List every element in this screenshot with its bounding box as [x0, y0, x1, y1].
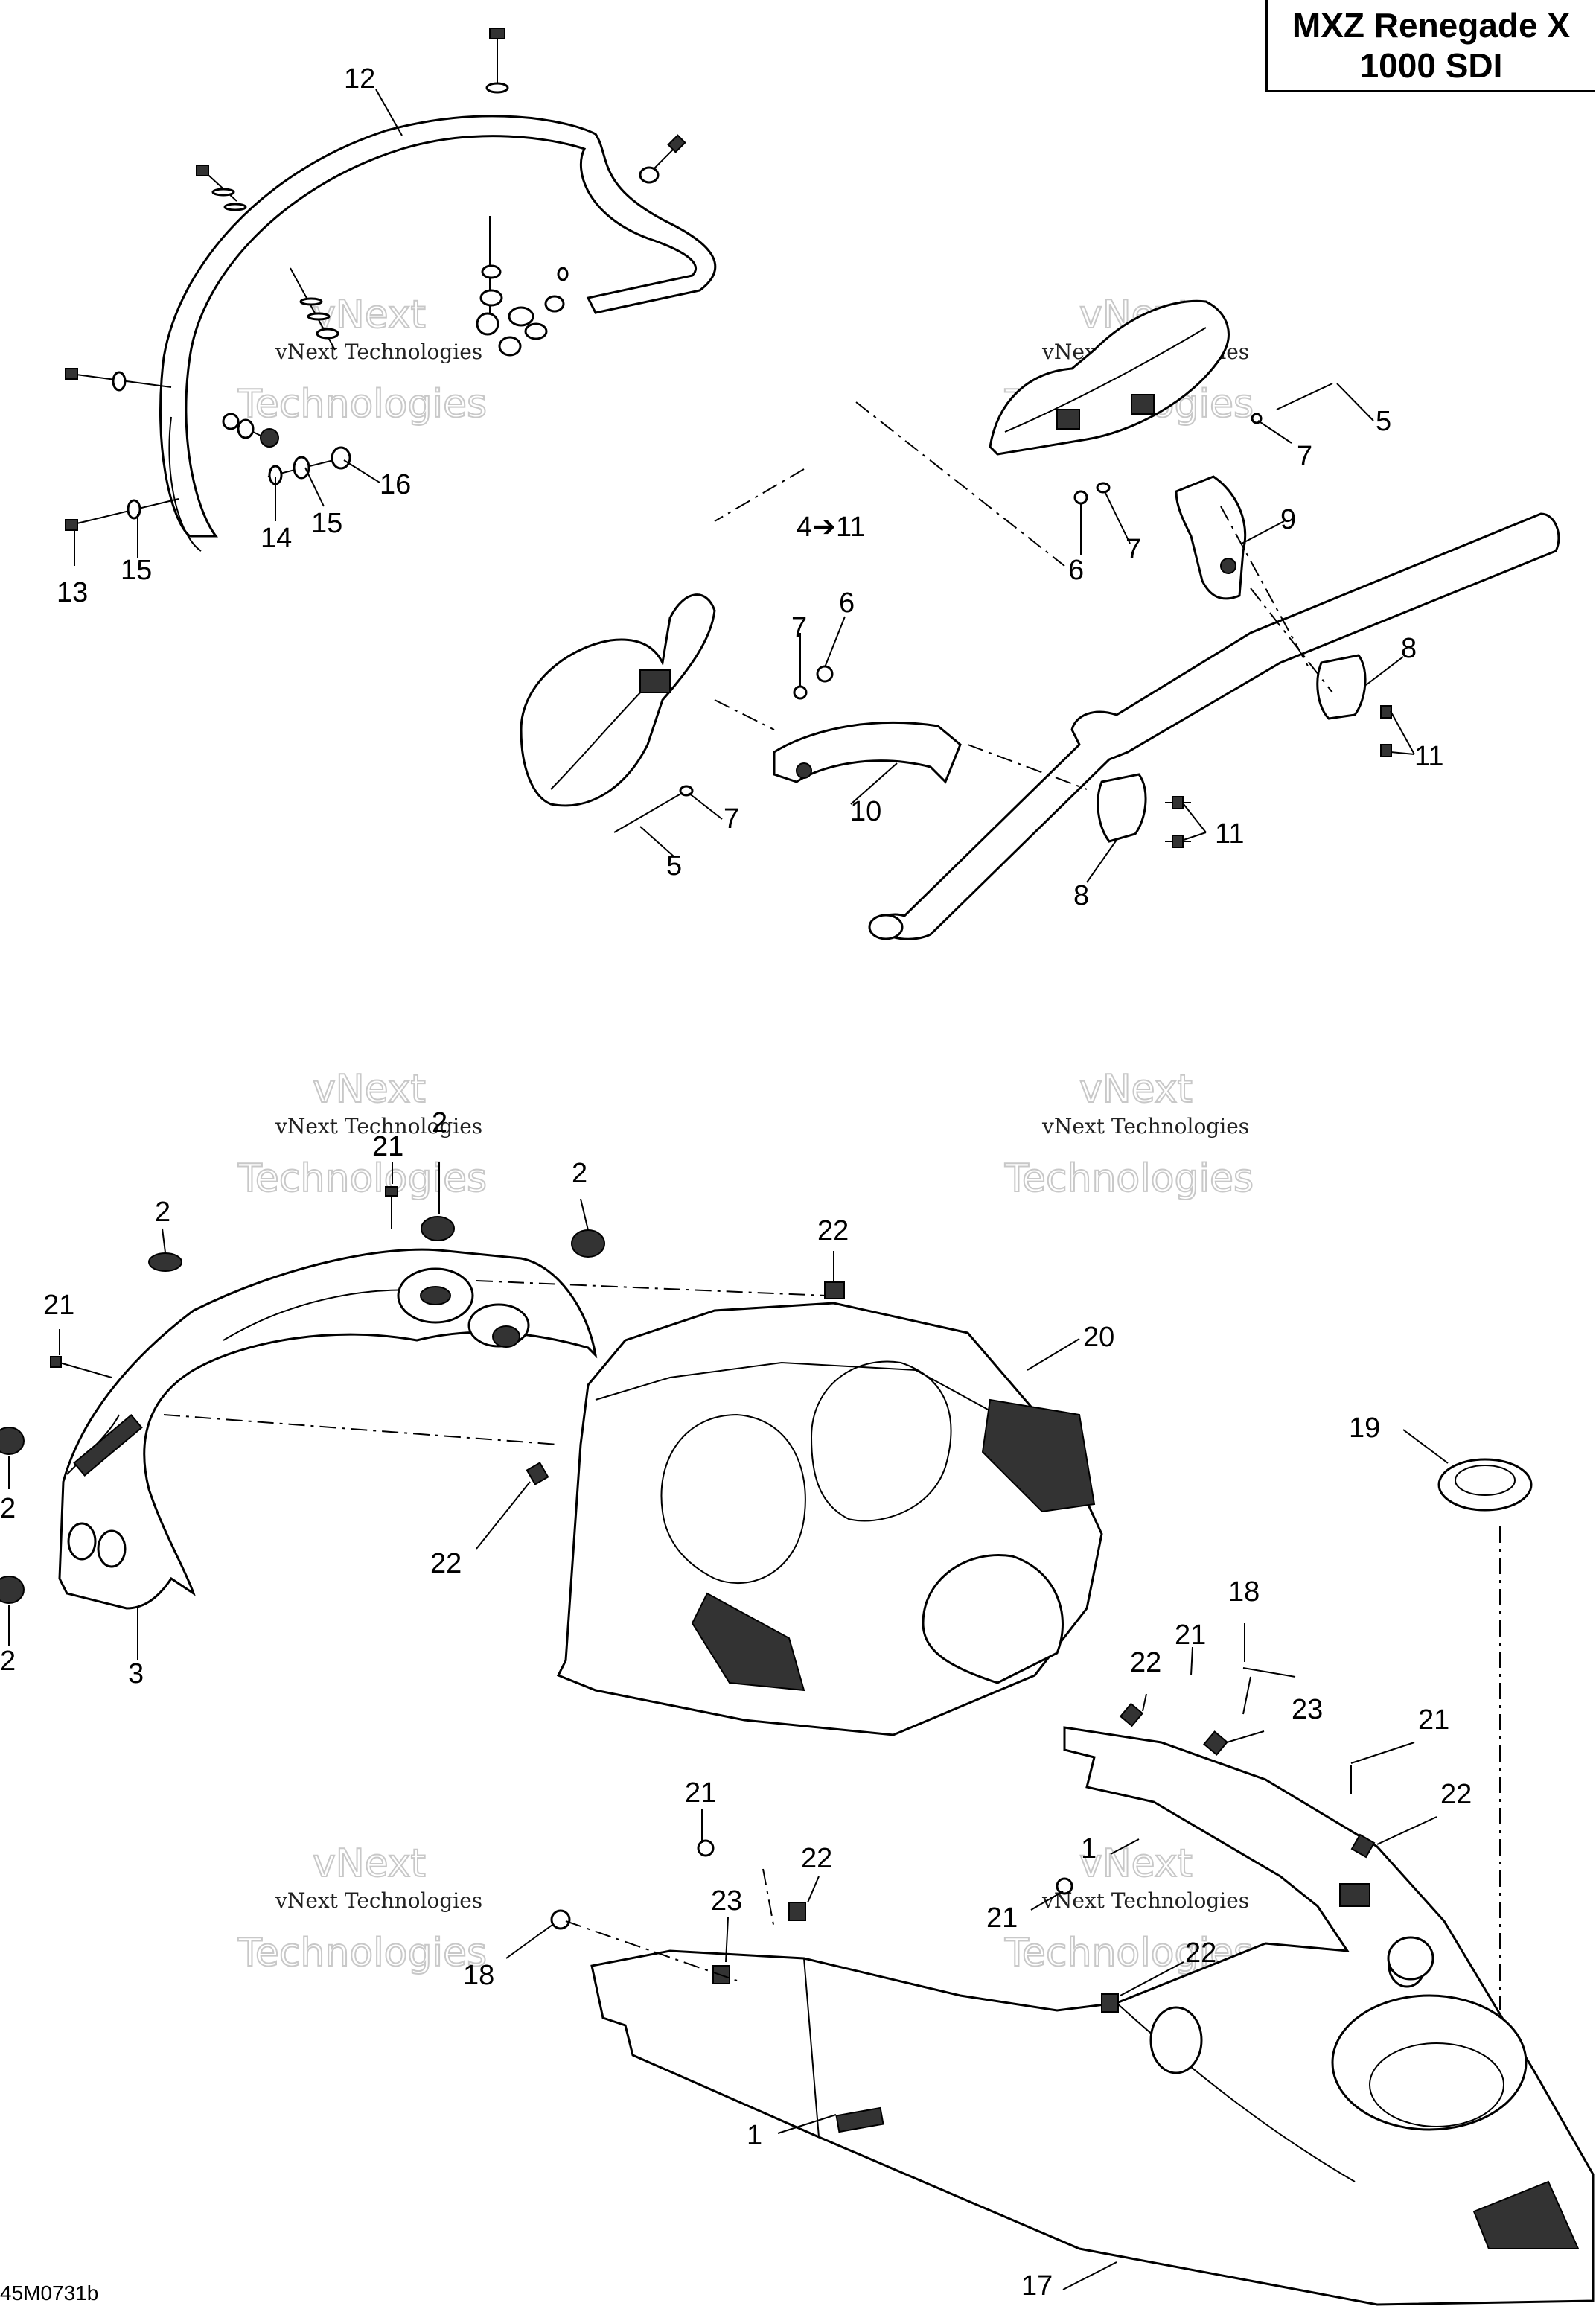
handguard-left	[520, 593, 716, 807]
callout-10: 10	[850, 796, 881, 827]
callout-7-d: 7	[724, 803, 739, 835]
callout-13: 13	[57, 577, 88, 608]
callout-22-d: 22	[1440, 1779, 1472, 1810]
handguard-right-hardware	[1073, 383, 1392, 757]
grommets-2	[0, 1186, 605, 1604]
watermark-4-big: Technologies	[1004, 1156, 1254, 1201]
watermark-5-big: Technologies	[237, 1931, 487, 1975]
watermark-1-text: vNext Technologies	[275, 340, 482, 364]
watermark-4: vNext vNext Technologies Technologies	[1003, 1066, 1254, 1202]
callout-18-b: 18	[463, 1960, 494, 1991]
watermark-1-big: Technologies	[237, 382, 487, 427]
callout-6-a: 6	[1068, 555, 1084, 586]
callout-16: 16	[380, 469, 411, 500]
watermark-3-vnext: vNext	[313, 1067, 426, 1112]
watermark-3-text: vNext Technologies	[275, 1114, 482, 1139]
bracket-10	[773, 722, 962, 784]
callout-19: 19	[1349, 1413, 1380, 1444]
callout-21-d: 21	[1418, 1704, 1449, 1736]
callout-22-f: 22	[1185, 1937, 1216, 1969]
part-12-handguard-bar	[159, 115, 717, 552]
callout-1-a: 1	[1081, 1833, 1097, 1864]
watermark-4-text: vNext Technologies	[1041, 1114, 1249, 1139]
callout-22-b: 22	[430, 1548, 462, 1579]
callout-7-b: 7	[1126, 534, 1141, 565]
part-17-lower-console	[590, 1726, 1595, 2306]
callout-2-a: 2	[155, 1197, 170, 1228]
clip-22-left	[526, 1462, 549, 1485]
part-12-hardware	[65, 28, 686, 531]
callout-22-a: 22	[817, 1215, 849, 1246]
clip-22-top	[824, 1281, 845, 1299]
callout-3: 3	[128, 1658, 144, 1690]
model-title-line2: 1000 SDI	[1359, 45, 1503, 85]
callout-18-a: 18	[1228, 1576, 1260, 1608]
model-title-box: MXZ Renegade X 1000 SDI	[1265, 0, 1595, 92]
callout-14: 14	[261, 523, 292, 554]
callout-1-b: 1	[747, 2120, 762, 2151]
callout-6-b: 6	[839, 587, 855, 619]
callout-22-e: 22	[801, 1843, 832, 1874]
callout-2-e: 2	[0, 1646, 16, 1677]
drawing-code: 45M0731b	[0, 2281, 99, 2305]
clamp-8-upper	[1316, 654, 1367, 720]
watermark-4-vnext: vNext	[1079, 1067, 1193, 1112]
callout-20: 20	[1083, 1322, 1114, 1353]
bracket-9	[1175, 475, 1247, 600]
part-19-grommet	[1437, 1458, 1533, 1512]
callout-21-a: 21	[372, 1131, 403, 1162]
callout-21-e: 21	[685, 1777, 716, 1809]
clamp-8-lower	[1097, 773, 1147, 843]
callout-2-d: 2	[0, 1493, 16, 1524]
watermark-3: vNext vNext Technologies Technologies	[237, 1066, 488, 1202]
callout-8-a: 8	[1401, 633, 1417, 664]
callout-12: 12	[344, 63, 375, 95]
callout-11-a: 11	[1414, 741, 1443, 772]
watermark-6-text: vNext Technologies	[1041, 1888, 1249, 1913]
model-title-line1: MXZ Renegade X	[1292, 5, 1571, 45]
callout-5-a: 5	[1376, 406, 1391, 437]
watermark-5: vNext vNext Technologies Technologies	[237, 1841, 488, 1976]
console-hardware	[550, 1667, 1376, 2133]
callout-2-b: 2	[432, 1107, 447, 1139]
callout-23-a: 23	[1292, 1694, 1323, 1725]
callout-15-b: 15	[311, 508, 342, 539]
callout-8-b: 8	[1073, 880, 1089, 911]
callout-21-c: 21	[1175, 1620, 1206, 1651]
watermark-6: vNext vNext Technologies Technologies	[1003, 1841, 1254, 1976]
watermark-6-vnext: vNext	[1079, 1841, 1193, 1886]
callout-4-11: 4➔11	[797, 512, 865, 543]
callout-2-c: 2	[572, 1158, 587, 1189]
alignment-lines	[163, 401, 1501, 2010]
leader-lines	[8, 89, 1449, 2290]
callout-21-f: 21	[986, 1902, 1018, 1934]
callout-9: 9	[1280, 504, 1296, 535]
watermark-5-vnext: vNext	[313, 1841, 426, 1886]
part-20-instrument-cover	[556, 1302, 1103, 1736]
callout-17: 17	[1021, 2270, 1053, 2302]
watermark-5-text: vNext Technologies	[275, 1888, 482, 1913]
callout-11-b: 11	[1215, 818, 1244, 850]
part-3-side-panel	[58, 1248, 598, 1610]
handlebar	[868, 512, 1560, 940]
callout-23-b: 23	[711, 1885, 742, 1917]
callout-labels: 12 13 15 14 15 16 5 7 4➔11 6 7 9 7 6 8 1…	[0, 63, 1472, 2302]
callout-7-a: 7	[1297, 441, 1312, 472]
watermark-3-big: Technologies	[237, 1156, 487, 1201]
handguard-right	[989, 299, 1230, 456]
callout-7-c: 7	[791, 612, 807, 643]
callout-5-b: 5	[666, 850, 682, 882]
callout-22-c: 22	[1130, 1647, 1161, 1678]
callout-15-a: 15	[121, 555, 152, 586]
callout-21-b: 21	[43, 1290, 74, 1321]
watermark-1: vNext vNext Technologies Technologies	[237, 292, 488, 427]
